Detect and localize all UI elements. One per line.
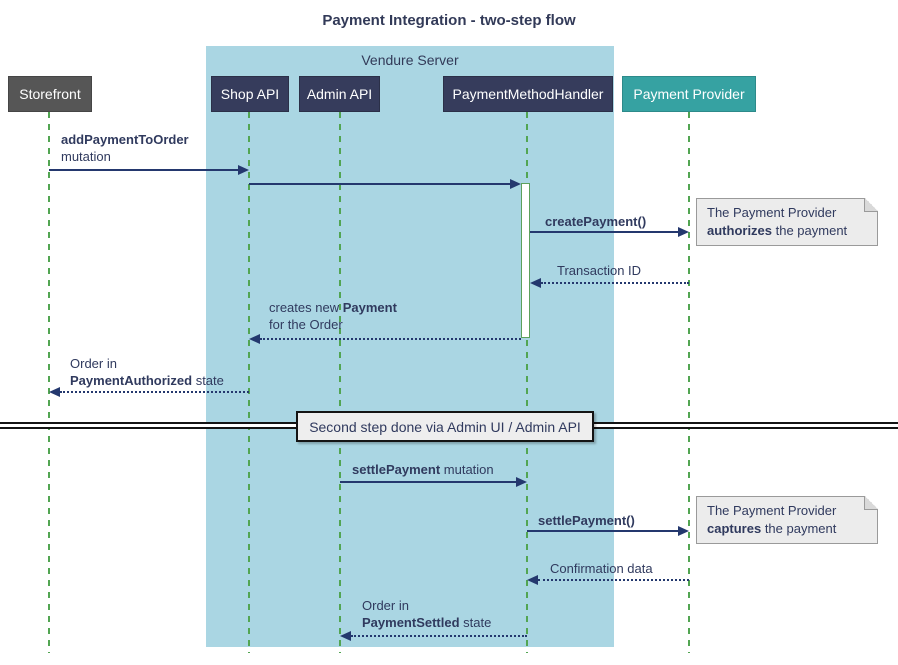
arrowhead-left-icon <box>49 387 60 397</box>
vendure-server-label: Vendure Server <box>361 52 459 68</box>
participant-storefront: Storefront <box>8 76 92 112</box>
message-text-rest: mutation <box>440 462 494 477</box>
message-add-payment-to-order: addPaymentToOrder mutation <box>61 131 189 165</box>
arrowhead-right-icon <box>238 165 249 175</box>
activation-bar-payment-method-handler <box>521 183 530 338</box>
arrowhead-right-icon <box>678 526 689 536</box>
message-transaction-id: Transaction ID <box>557 262 641 279</box>
message-settle-payment-call: settlePayment() <box>538 512 635 529</box>
arrowhead-right-icon <box>516 477 527 487</box>
arrow-create-payment <box>530 231 680 233</box>
message-text-bold: PaymentAuthorized <box>70 373 193 388</box>
message-text: Order in <box>362 598 409 613</box>
arrow-settle-payment-call <box>527 530 680 532</box>
message-order-authorized: Order in PaymentAuthorized state <box>70 355 224 389</box>
arrow-transaction-id <box>541 282 689 284</box>
note-captures: The Payment Provider captures the paymen… <box>696 496 878 544</box>
arrow-settle-payment-mutation <box>340 481 519 483</box>
note-text-rest: the payment <box>761 521 837 536</box>
participant-admin-api: Admin API <box>299 76 380 112</box>
arrow-order-authorized <box>60 391 249 393</box>
note-text-bold: authorizes <box>707 223 773 238</box>
message-text-bold: PaymentSettled <box>362 615 460 630</box>
vendure-server-frame <box>206 46 614 647</box>
message-text-rest: state <box>459 615 492 630</box>
message-text: PaymentAuthorized state <box>70 372 224 389</box>
message-settle-payment-mutation: settlePayment mutation <box>352 461 494 478</box>
arrowhead-left-icon <box>340 631 351 641</box>
message-text: Confirmation data <box>550 561 653 576</box>
message-text: Order in <box>70 356 117 371</box>
arrow-shop-to-handler <box>249 183 513 185</box>
divider-label: Second step done via Admin UI / Admin AP… <box>296 411 594 442</box>
message-text: creates new Payment <box>269 299 397 316</box>
message-creates-payment: creates new Payment for the Order <box>269 299 397 333</box>
note-text: The Payment Provider <box>707 205 837 220</box>
participant-payment-method-handler: PaymentMethodHandler <box>443 76 613 112</box>
message-text: addPaymentToOrder <box>61 132 189 147</box>
message-text: createPayment() <box>545 214 647 229</box>
message-confirmation-data: Confirmation data <box>550 560 653 577</box>
participant-shop-api: Shop API <box>211 76 289 112</box>
message-text-bold: settlePayment() <box>538 513 635 528</box>
message-text-pre: creates new <box>269 300 343 315</box>
participant-payment-provider-label: Payment Provider <box>633 86 745 102</box>
note-text-bold: captures <box>707 521 762 536</box>
arrow-add-payment <box>49 169 241 171</box>
lifeline-admin-api <box>339 112 341 653</box>
lifeline-payment-method-handler <box>526 112 528 653</box>
arrowhead-right-icon <box>510 179 521 189</box>
diagram-title: Payment Integration - two-step flow <box>322 12 576 29</box>
note-text: captures the payment <box>707 520 867 538</box>
message-text: PaymentSettled state <box>362 614 491 631</box>
note-text: authorizes the payment <box>707 222 867 240</box>
participant-payment-provider: Payment Provider <box>622 76 756 112</box>
participant-payment-method-handler-label: PaymentMethodHandler <box>452 86 604 102</box>
arrow-confirmation-data <box>538 579 689 581</box>
arrow-order-settled <box>351 635 527 637</box>
message-text: for the Order <box>269 317 343 332</box>
lifeline-shop-api <box>248 112 250 653</box>
message-text: Transaction ID <box>557 263 642 278</box>
arrowhead-left-icon <box>527 575 538 585</box>
message-text-rest: state <box>192 373 224 388</box>
participant-admin-api-label: Admin API <box>306 86 373 102</box>
arrowhead-left-icon <box>249 334 260 344</box>
arrowhead-right-icon <box>678 227 689 237</box>
note-authorizes: The Payment Provider authorizes the paym… <box>696 198 878 246</box>
message-order-settled: Order in PaymentSettled state <box>362 597 491 631</box>
lifeline-storefront <box>48 112 50 653</box>
note-text-rest: the payment <box>772 223 848 238</box>
note-fold-icon <box>864 198 878 212</box>
arrowhead-left-icon <box>530 278 541 288</box>
note-fold-icon <box>864 496 878 510</box>
note-text: The Payment Provider <box>707 503 837 518</box>
lifeline-payment-provider <box>688 112 690 653</box>
arrow-creates-payment <box>260 338 521 340</box>
message-text-bold: Payment <box>342 300 397 315</box>
message-text: mutation <box>61 149 111 164</box>
participant-shop-api-label: Shop API <box>220 86 280 102</box>
message-text-bold: settlePayment <box>352 462 441 477</box>
message-create-payment: createPayment() <box>545 213 646 230</box>
participant-storefront-label: Storefront <box>19 86 81 102</box>
